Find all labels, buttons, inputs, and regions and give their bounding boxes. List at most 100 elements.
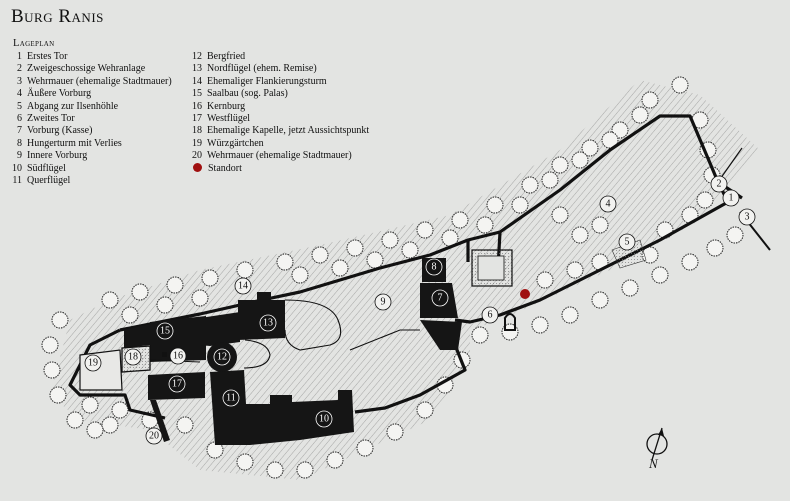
legend-number: 3 bbox=[17, 75, 22, 87]
tree-icon bbox=[41, 336, 59, 354]
map-label-text: 3 bbox=[745, 212, 750, 223]
legend-label: Innere Vorburg bbox=[27, 150, 88, 162]
castle-buildings bbox=[124, 258, 462, 445]
legend-label: Wehrmauer (ehemalige Stadtmauer) bbox=[27, 75, 172, 87]
tree-icon bbox=[366, 251, 384, 269]
tree-icon bbox=[416, 401, 434, 419]
map-label-circle bbox=[618, 233, 636, 251]
legend-number: 8 bbox=[17, 137, 22, 149]
map-label-text: 12 bbox=[217, 352, 227, 363]
map-label-circle bbox=[710, 175, 728, 193]
map-label-13: 13 bbox=[259, 314, 277, 332]
tree-icon bbox=[561, 306, 579, 324]
map-label-circle bbox=[124, 348, 142, 366]
map-label-circle bbox=[145, 427, 163, 445]
map-label-circle bbox=[213, 348, 231, 366]
tree-icon bbox=[386, 423, 404, 441]
legend-label: Südflügel bbox=[27, 162, 66, 174]
legend-label: Erstes Tor bbox=[27, 51, 68, 62]
tree-icon bbox=[706, 239, 724, 257]
tree-icon bbox=[51, 311, 69, 329]
tree-icon bbox=[166, 276, 184, 294]
tree-icon bbox=[66, 411, 84, 429]
map-label-text: 4 bbox=[606, 199, 611, 210]
legend-label: Zweigeschossige Wehranlage bbox=[27, 63, 146, 75]
tree-icon bbox=[191, 289, 209, 307]
tree-icon bbox=[541, 171, 559, 189]
tree-icon bbox=[451, 211, 469, 229]
legend-label: Bergfried bbox=[207, 51, 246, 62]
tree-icon bbox=[111, 401, 129, 419]
map-label-text: 11 bbox=[226, 393, 236, 404]
legend-number: 6 bbox=[17, 113, 22, 125]
map-label-8: 8 bbox=[425, 258, 443, 276]
building-querfluegel-suedfluegel bbox=[210, 370, 354, 445]
legend-item: 19 Würzgärtchen bbox=[186, 138, 369, 150]
tree-icon bbox=[571, 151, 589, 169]
map-label-text: 1 bbox=[729, 193, 734, 204]
tree-icon bbox=[511, 196, 529, 214]
tree-icon bbox=[236, 261, 254, 279]
tree-icon bbox=[591, 253, 609, 271]
tree-icon bbox=[591, 216, 609, 234]
legend-item: 2 Zweigeschossige Wehranlage bbox=[6, 63, 172, 75]
tree-icon bbox=[641, 91, 659, 109]
building-west-tower bbox=[124, 324, 150, 348]
legend-item: 12 Bergfried bbox=[186, 51, 369, 63]
map-label-11: 11 bbox=[222, 389, 240, 407]
map-label-text: 13 bbox=[263, 318, 273, 329]
map-title: Burg Ranis bbox=[11, 6, 104, 27]
standort-marker-icon bbox=[193, 162, 202, 172]
legend-label: Würzgärtchen bbox=[207, 137, 264, 149]
legend-number: 2 bbox=[17, 63, 22, 75]
legend-number: 9 bbox=[17, 150, 22, 162]
map-label-circle bbox=[374, 293, 392, 311]
legend-number: 18 bbox=[192, 125, 202, 137]
tree-icon bbox=[521, 176, 539, 194]
tree-icon bbox=[201, 269, 219, 287]
map-label-text: 20 bbox=[149, 431, 159, 442]
tree-icon bbox=[356, 439, 374, 457]
map-label-circle bbox=[481, 306, 499, 324]
legend-label: Westflügel bbox=[207, 113, 251, 125]
tree-icon bbox=[101, 416, 119, 434]
tree-icon bbox=[436, 376, 454, 394]
map-label-2: 2 bbox=[710, 175, 728, 193]
tree-icon bbox=[346, 239, 364, 257]
map-label-16: 16 bbox=[169, 347, 187, 365]
tree-icon bbox=[43, 361, 61, 379]
legend-label: Querflügel bbox=[27, 175, 71, 187]
legend-number: 7 bbox=[17, 125, 22, 137]
map-label-6: 6 bbox=[481, 306, 499, 324]
compass-north-label: N bbox=[648, 456, 659, 471]
map-label-text: 6 bbox=[488, 310, 493, 321]
map-label-text: 8 bbox=[432, 262, 437, 273]
legend-label: Nordflügel (ehem. Remise) bbox=[207, 63, 317, 75]
legend-label: Äußere Vorburg bbox=[27, 88, 92, 100]
map-label-12: 12 bbox=[213, 348, 231, 366]
legend-label: Abgang zur Ilsenhöhle bbox=[27, 100, 119, 112]
legend-number: 19 bbox=[192, 137, 202, 149]
tree-icon bbox=[206, 441, 224, 459]
legend-item: 3 Wehrmauer (ehemalige Stadtmauer) bbox=[6, 76, 172, 88]
tree-icon bbox=[156, 296, 174, 314]
legend-number: 4 bbox=[17, 88, 22, 100]
map-label-19: 19 bbox=[84, 354, 102, 372]
legend-number: 12 bbox=[192, 51, 202, 62]
legend-number: 20 bbox=[192, 150, 202, 162]
compass-arrow-icon bbox=[658, 428, 664, 436]
map-label-20: 20 bbox=[145, 427, 163, 445]
map-label-circle bbox=[425, 258, 443, 276]
tree-icon bbox=[581, 139, 599, 157]
tree-icon bbox=[296, 461, 314, 479]
map-label-circle bbox=[84, 354, 102, 372]
tree-icon bbox=[551, 206, 569, 224]
legend-label: Ehemaliger Flankierungsturm bbox=[207, 75, 327, 87]
tree-icon bbox=[631, 106, 649, 124]
map-label-18: 18 bbox=[124, 348, 142, 366]
